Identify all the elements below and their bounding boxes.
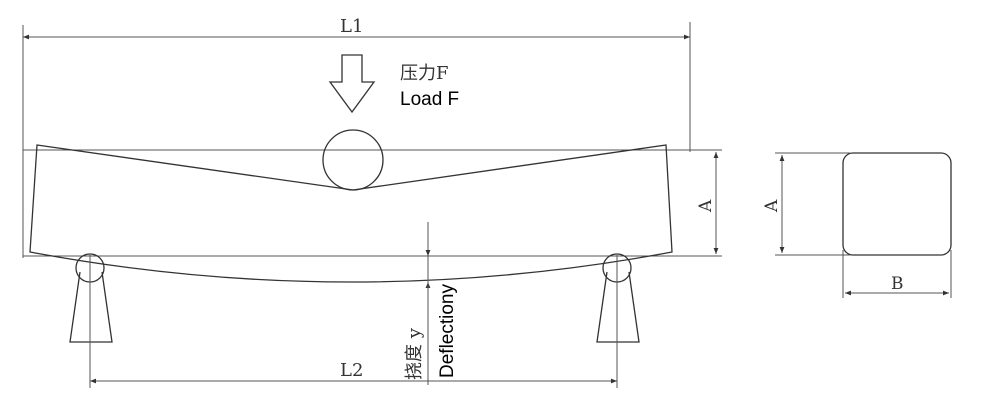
right-support: [596, 253, 640, 388]
l2-label: L2: [340, 360, 363, 381]
b-section-dimension: [842, 250, 952, 298]
a-section-dimension: [775, 152, 850, 256]
load-arrow-icon: [328, 54, 376, 114]
l1-label: L1: [340, 16, 363, 37]
load-label-cn: 压力F: [400, 63, 449, 84]
left-support: [69, 253, 113, 388]
b-section-label: B: [891, 274, 904, 294]
load-label-en: Load F: [400, 89, 459, 110]
loading-pin: [322, 129, 384, 191]
cross-section: [842, 152, 952, 256]
a-side-label: A: [696, 199, 716, 213]
l1-dimension: L1: [22, 16, 691, 258]
deflection-label-en: Deflectiony: [437, 284, 458, 378]
deflected-beam: [29, 144, 673, 283]
deflection-label-cn: 挠度 y: [404, 327, 425, 380]
a-section-label: A: [762, 199, 782, 213]
